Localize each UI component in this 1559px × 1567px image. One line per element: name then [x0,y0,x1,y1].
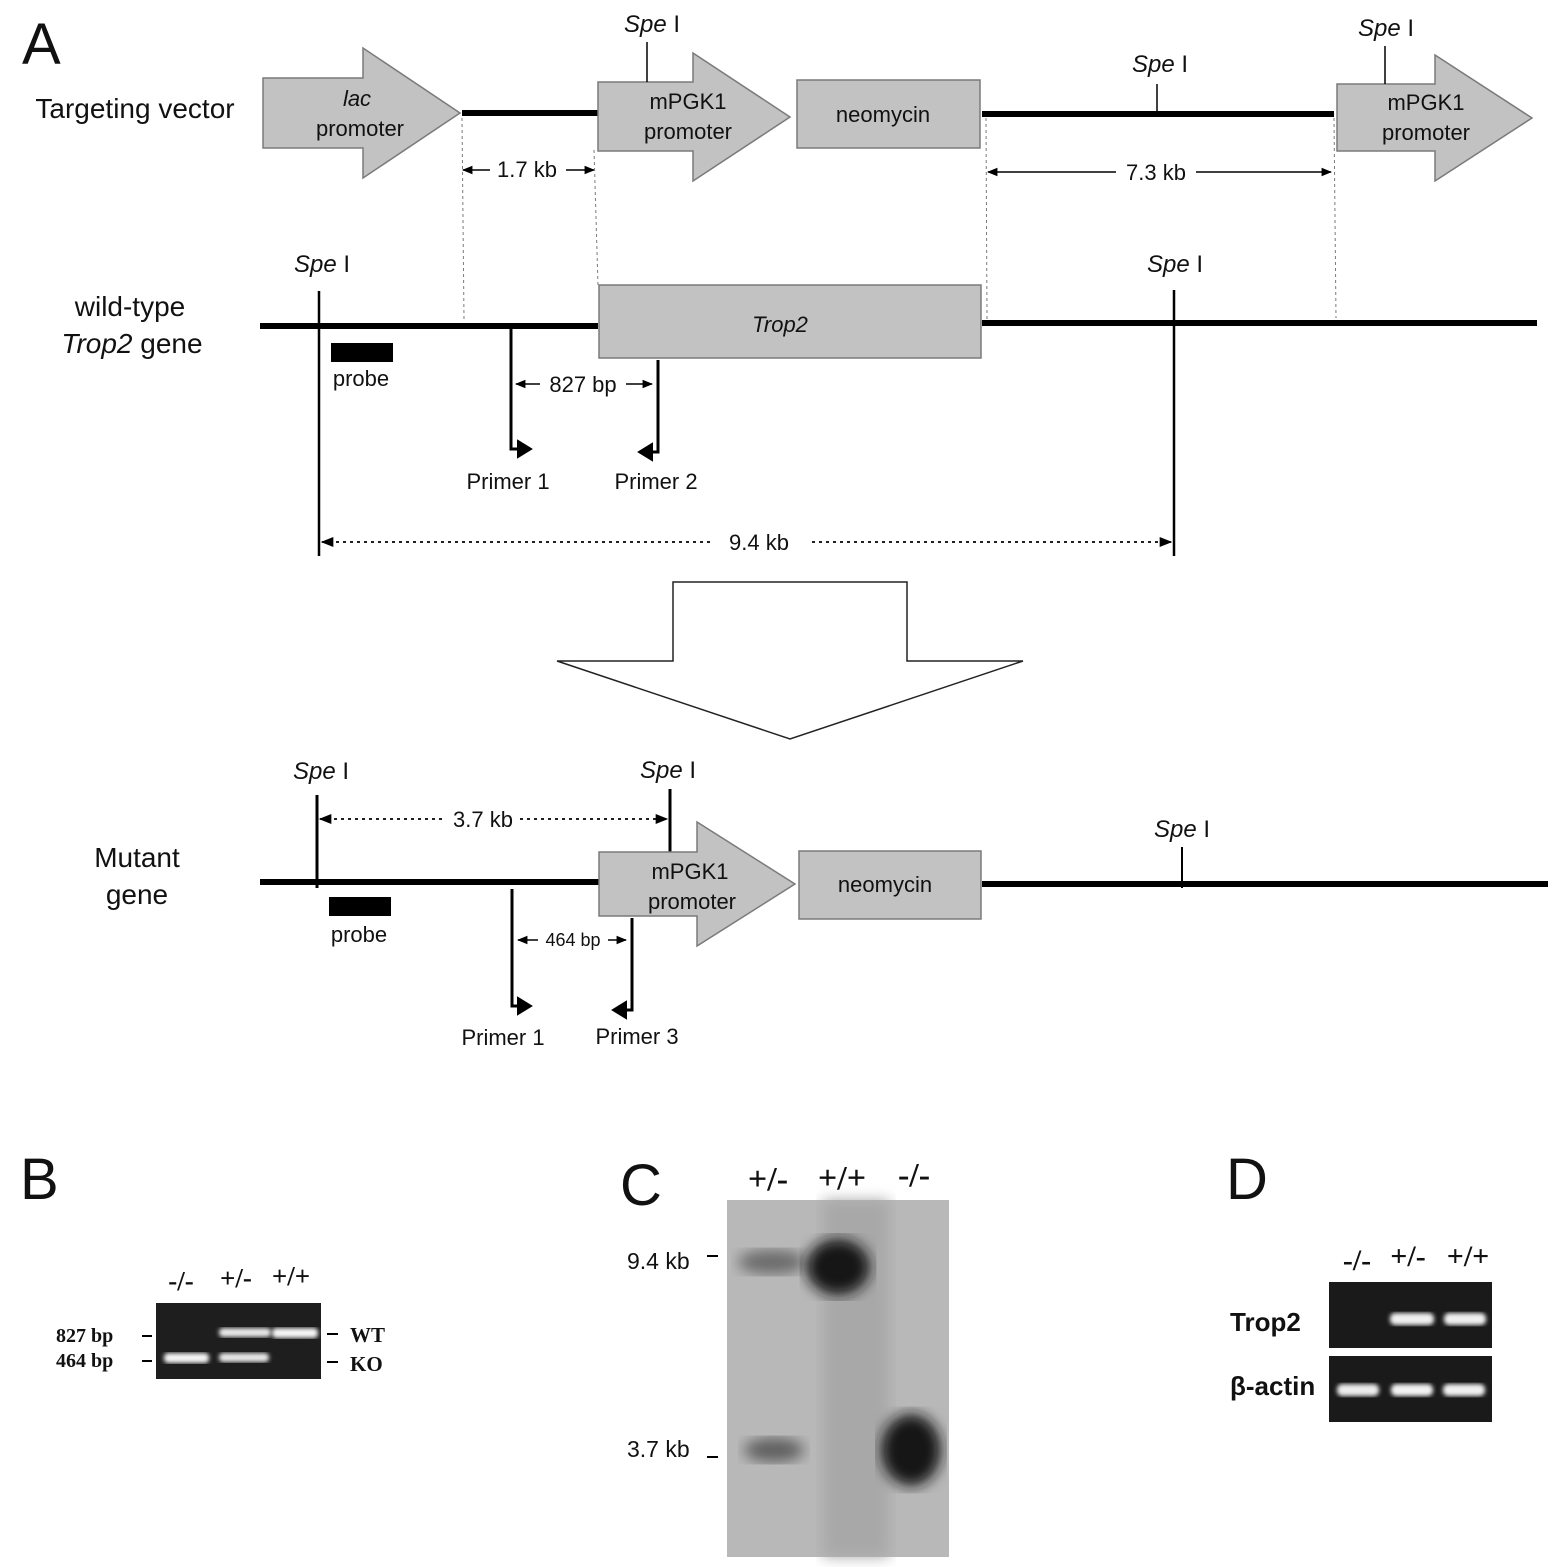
panel-b-lane-2: +/- [220,1263,252,1293]
wt-spei-label-left: Spe I [294,251,350,278]
wt-primer1-label: Primer 1 [466,469,549,494]
wildtype-label-line1: wild-type [74,291,185,322]
wt-spei-label-right: Spe I [1147,251,1203,278]
panel-c-band-9-4-wt [806,1239,870,1295]
mut-spei-label-right: Spe I [1154,816,1210,843]
mut-neomycin-text: neomycin [838,872,932,897]
mut-mpgk1-promoter-arrow [598,820,797,948]
lac-promoter-text: promoter [316,116,404,141]
mut-mpgk1-promoter-text: promoter [648,889,736,914]
recombination-down-arrow [556,581,1024,740]
panel-d-lane-2: +/- [1390,1240,1425,1273]
mut-primer3-arrowhead [611,1000,627,1020]
wt-primer2-arrowhead [637,442,653,462]
lac-text: lac [343,86,371,111]
dist-827-text: 827 bp [549,372,616,397]
panel-c-marker-3-7: 3.7 kb [627,1436,690,1462]
dist-3-7-text: 3.7 kb [453,807,513,832]
vector-mpgk1-promoter-arrow-2 [1336,53,1534,183]
vector-mpgk1-text: mPGK1 [649,89,726,114]
panel-d-letter: D [1226,1147,1268,1212]
dist-9-4-text: 9.4 kb [729,530,789,555]
panel-a-letter: A [22,12,61,77]
targeting-vector-label: Targeting vector [35,93,234,124]
mut-probe-bar [329,897,391,916]
mut-spei-label-mid: Spe I [640,757,696,784]
dist-464-text: 464 bp [545,930,600,950]
panel-b-band-wt-het [219,1328,271,1337]
panel-b-ko-label: KO [350,1352,383,1376]
panel-c-letter: C [620,1153,662,1218]
mut-probe-text: probe [331,922,387,947]
panel-d-band-trop2-het [1390,1313,1434,1325]
mut-neomycin-box [798,850,982,920]
panel-b-lane-3: +/+ [272,1261,310,1291]
wildtype-label-line2: Trop2 gene [61,328,202,359]
dist-1-7-text: 1.7 kb [497,157,557,182]
panel-b-gel [156,1303,321,1379]
panel-d-row-trop2: Trop2 [1230,1307,1301,1337]
guide-line-2 [593,149,599,286]
panel-c-band-3-7-ko [881,1414,941,1486]
wt-primer2-stem [650,360,660,454]
panel-b-band-ko-ko [164,1353,209,1363]
panel-c-lane-3: -/- [898,1157,930,1194]
mutant-label-line1: Mutant [94,842,180,873]
mutant-label-line2: gene [106,879,168,910]
trop2-box [598,284,982,359]
vector-mpgk1-promoter-text-2: promoter [1382,120,1470,145]
dist-7-3-text: 7.3 kb [1126,160,1186,185]
panel-d-band-trop2-wt [1444,1313,1486,1325]
vector-spei-label-3: Spe I [1358,15,1414,42]
mut-spei-label-left: Spe I [293,758,349,785]
wt-probe-text: probe [333,366,389,391]
mut-primer3-stem [624,918,634,1012]
panel-b-letter: B [20,1147,59,1212]
vector-mpgk1-promoter-arrow [597,51,792,183]
panel-b-wt-label: WT [350,1323,385,1347]
panel-c-lane-1: +/- [748,1161,788,1198]
mut-primer1-stem [510,889,520,1008]
panel-d-band-actin-wt [1443,1384,1485,1396]
vector-neomycin-box [796,79,981,149]
wt-probe-bar [331,343,393,362]
wt-primer1-arrowhead [517,439,533,459]
mut-mpgk1-text: mPGK1 [651,859,728,884]
panel-b-marker-827: 827 bp [56,1325,113,1347]
guide-line-1 [461,117,465,321]
panel-c-lane-2: +/+ [818,1160,866,1197]
guide-line-4 [1333,117,1337,319]
lac-promoter-arrow [262,46,462,180]
trop2-box-text: Trop2 [752,312,808,337]
panel-b-band-ko-het [219,1353,269,1362]
wt-primer1-stem [509,328,520,451]
vector-spei-label-1: Spe I [624,11,680,38]
panel-d-row-actin: β-actin [1230,1371,1315,1401]
panel-d-band-actin-ko [1337,1384,1379,1396]
panel-d-lane-3: +/+ [1447,1240,1490,1273]
panel-d-band-actin-het [1391,1384,1433,1396]
panel-d-lane-1: -/- [1343,1244,1371,1277]
mut-primer1-label: Primer 1 [461,1025,544,1050]
panel-b-lane-1: -/- [168,1266,193,1296]
panel-c-band-3-7-het [744,1438,804,1462]
panel-c-band-9-4-het [738,1250,806,1274]
vector-spei-label-2: Spe I [1132,51,1188,78]
wt-primer2-label: Primer 2 [614,469,697,494]
guide-line-3 [985,117,988,321]
mut-primer3-label: Primer 3 [595,1024,678,1049]
mut-primer1-arrowhead [517,996,533,1016]
vector-mpgk1-promoter-text: promoter [644,119,732,144]
panel-b-marker-464: 464 bp [56,1350,113,1372]
vector-mpgk1-text-2: mPGK1 [1387,90,1464,115]
panel-b-band-wt-wt [272,1328,318,1338]
vector-neomycin-text: neomycin [836,102,930,127]
panel-c-marker-9-4: 9.4 kb [627,1248,690,1274]
